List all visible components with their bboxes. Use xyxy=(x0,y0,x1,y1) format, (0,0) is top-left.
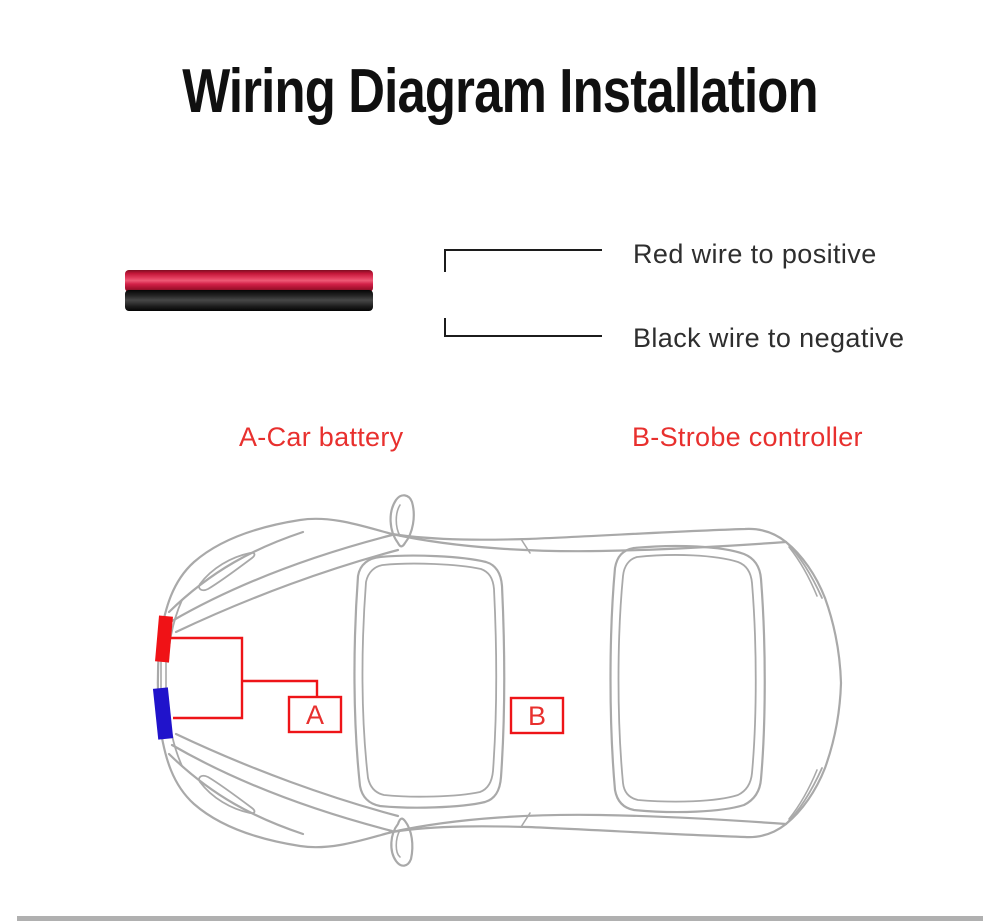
rear-window-inner xyxy=(617,554,757,803)
hood-line-top-1 xyxy=(167,530,305,614)
rear-window-outer xyxy=(609,544,766,814)
legend-brackets xyxy=(444,249,602,337)
top-side-mirror-accent xyxy=(395,504,401,537)
front-windshield-inner xyxy=(361,562,498,798)
top-shoulder-line xyxy=(390,532,788,553)
rear-seam-bottom-inner xyxy=(788,769,818,820)
red-wire-connector-overlay xyxy=(155,615,173,663)
blue-wire-connector-overlay xyxy=(152,687,174,740)
hood-line-bottom-1 xyxy=(167,752,305,836)
bottom-shoulder-line xyxy=(390,813,788,834)
rear-seam-top-inner xyxy=(788,546,818,597)
top-headlight xyxy=(198,551,256,592)
footer-divider xyxy=(17,916,983,921)
hood-line-top-2 xyxy=(170,533,394,623)
legend-bracket-red-wire xyxy=(444,249,602,272)
battery-box-outline xyxy=(171,636,244,720)
bottom-side-mirror xyxy=(390,817,414,867)
b-pillar-seam-bottom xyxy=(520,812,531,828)
marker-box-a xyxy=(287,695,343,734)
page-title: Wiring Diagram Installation xyxy=(182,57,818,126)
rear-seam-bottom-outer xyxy=(785,767,823,825)
label-b-strobe-controller: B-Strobe controller xyxy=(632,422,863,452)
top-side-mirror xyxy=(389,494,415,548)
legend-bracket-black-wire xyxy=(444,318,602,337)
wire-photo xyxy=(125,270,373,311)
marker-letter-b: B xyxy=(528,701,546,731)
front-windshield-outer xyxy=(353,554,506,809)
car-body-outline xyxy=(156,517,843,849)
marker-box-b xyxy=(509,696,565,735)
marker-letter-a: A xyxy=(306,700,324,730)
bottom-headlight xyxy=(198,774,256,815)
wiring-overlay xyxy=(171,636,565,735)
bottom-side-mirror-accent xyxy=(395,829,401,858)
rear-seam-top-outer xyxy=(785,541,823,599)
legend-red-wire-label: Red wire to positive xyxy=(633,239,877,269)
black-wire-image xyxy=(125,290,373,311)
hood-line-bottom-2 xyxy=(170,743,394,833)
battery-to-a-connector xyxy=(242,679,319,697)
legend-black-wire-label: Black wire to negative xyxy=(633,323,905,353)
hood-line-bottom-3 xyxy=(174,732,400,818)
hood-line-top-3 xyxy=(174,548,400,634)
red-wire-image xyxy=(125,270,373,292)
label-a-car-battery: A-Car battery xyxy=(239,422,404,452)
b-pillar-seam-top xyxy=(520,538,531,554)
